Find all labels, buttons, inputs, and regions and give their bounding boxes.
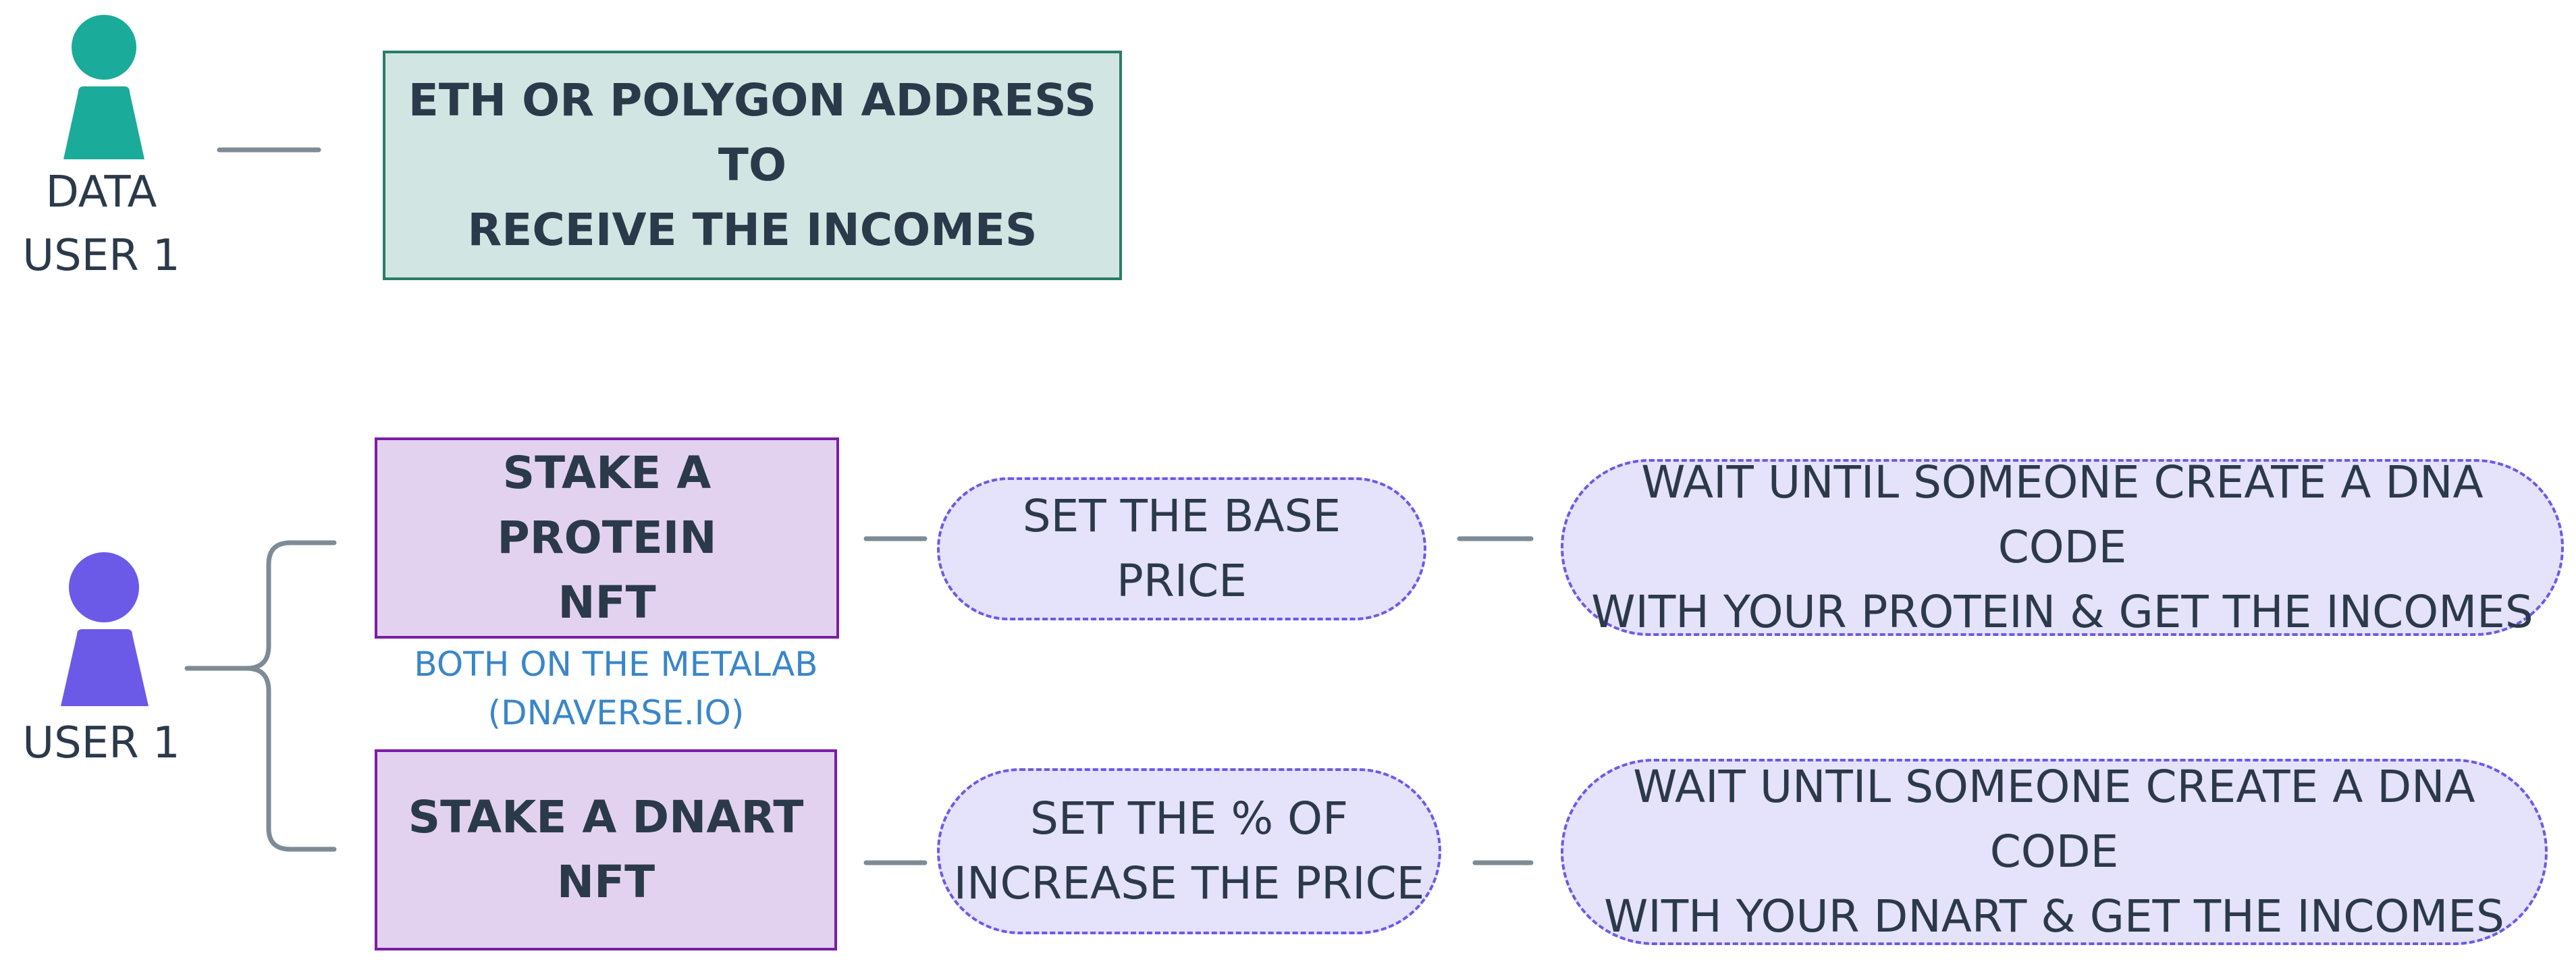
data-user-line2: USER 1 xyxy=(22,231,180,281)
data-user-line1: DATA xyxy=(45,167,157,217)
wait-protein-pill: WAIT UNTIL SOMEONE CREATE A DNA CODE WIT… xyxy=(1561,456,2564,638)
arrow-user-to-protein-stake xyxy=(184,540,337,671)
stake-dnart-box: STAKE A DNART NFT xyxy=(375,749,837,950)
address-line2: RECEIVE THE INCOMES xyxy=(467,204,1038,256)
person-icon xyxy=(61,552,149,706)
stake-dnart-line1: STAKE A DNART xyxy=(408,791,804,843)
arrow-user-to-dnart-stake xyxy=(244,666,337,852)
metalab-note: BOTH ON THE METALAB (DNAVERSE.IO) xyxy=(392,640,840,737)
stake-protein-line2: NFT xyxy=(558,577,656,628)
note-line2: (DNAVERSE.IO) xyxy=(487,693,745,732)
wait-dnart-pill: WAIT UNTIL SOMEONE CREATE A DNA CODE WIT… xyxy=(1561,759,2548,945)
stake-protein-box: STAKE A PROTEIN NFT xyxy=(375,437,839,639)
note-line1: BOTH ON THE METALAB xyxy=(414,645,818,684)
address-box: ETH OR POLYGON ADDRESS TO RECEIVE THE IN… xyxy=(383,51,1122,280)
data-user-label: DATA USER 1 xyxy=(0,161,203,288)
wait-protein-line2: WITH YOUR PROTEIN & GET THE INCOMES xyxy=(1591,586,2533,638)
wait-dnart-line1: WAIT UNTIL SOMEONE CREATE A DNA CODE xyxy=(1633,761,2475,878)
set-increase-line2: INCREASE THE PRICE xyxy=(953,857,1425,909)
set-increase-price-pill: SET THE % OF INCREASE THE PRICE xyxy=(937,768,1441,934)
set-base-price-text: SET THE BASE PRICE xyxy=(1022,490,1341,607)
wait-dnart-line2: WITH YOUR DNART & GET THE INCOMES xyxy=(1604,890,2504,942)
address-line1: ETH OR POLYGON ADDRESS TO xyxy=(408,74,1097,191)
set-increase-line1: SET THE % OF xyxy=(1029,793,1349,845)
stake-dnart-line2: NFT xyxy=(556,856,655,908)
set-base-price-pill: SET THE BASE PRICE xyxy=(937,477,1426,620)
stake-protein-line1: STAKE A PROTEIN xyxy=(497,447,717,564)
wait-protein-line1: WAIT UNTIL SOMEONE CREATE A DNA CODE xyxy=(1641,456,2484,573)
user-label: USER 1 xyxy=(22,718,180,768)
person-icon xyxy=(63,15,144,159)
